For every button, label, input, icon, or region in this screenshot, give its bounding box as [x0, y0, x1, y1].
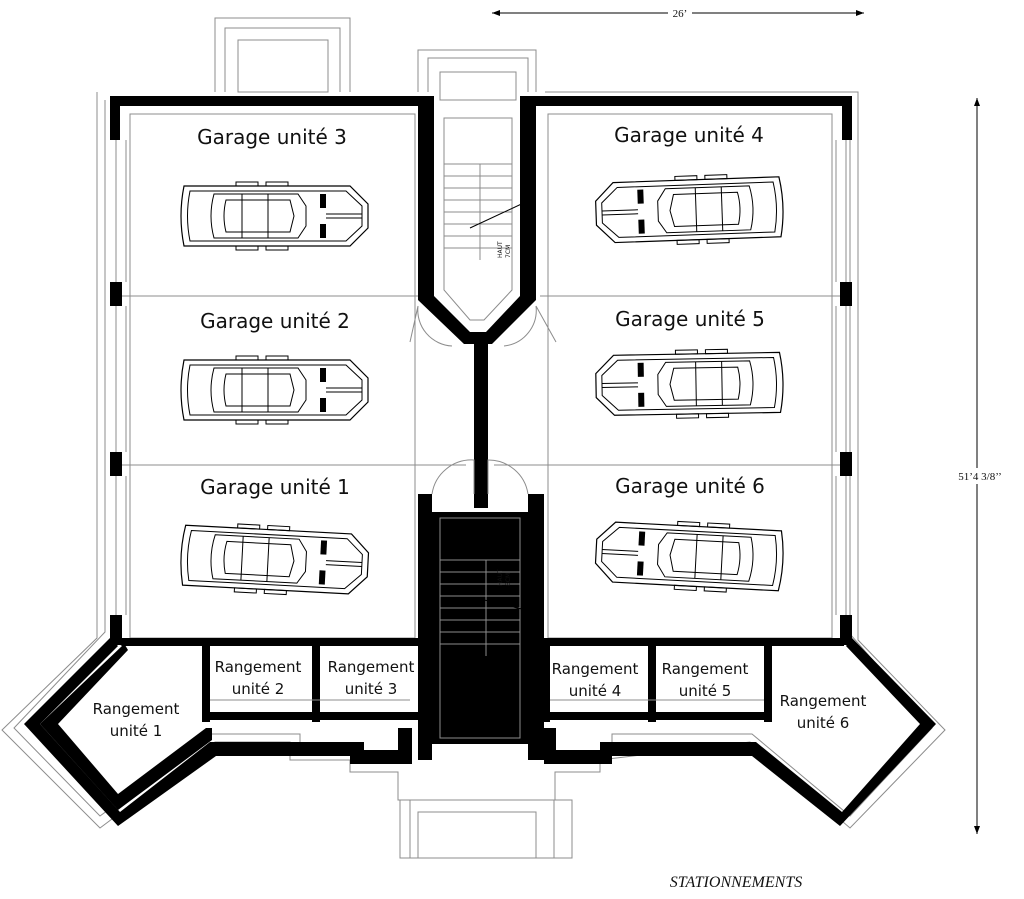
- stair-note-upper-line1: HAUT: [497, 241, 504, 258]
- storage-label-1-line2: unité 1: [110, 722, 163, 740]
- storage-label-4-line2: unité 4: [569, 682, 622, 700]
- dimension-width-label: 26’: [673, 8, 688, 20]
- stair-note-lower-line2: 8CM: [505, 573, 512, 586]
- exterior-walls: [24, 96, 936, 826]
- storage-label-5-line2: unité 5: [679, 682, 732, 700]
- storage-label-5-line1: Rangement: [662, 660, 749, 678]
- dimension-height-label: 51’4 3/8’’: [958, 471, 1001, 483]
- garage-label-2: Garage unité 2: [200, 309, 350, 333]
- storage-label-6-line1: Rangement: [780, 692, 867, 710]
- stair-note-lower-line1: HAUT: [497, 569, 504, 586]
- car-garage-5: [595, 348, 784, 419]
- upper-stair-treads: [444, 163, 531, 260]
- storage-label-4-line1: Rangement: [552, 660, 639, 678]
- central-partition-wall: [474, 336, 488, 508]
- door-upper-left: [409, 305, 453, 347]
- car-garage-1: [180, 523, 370, 596]
- door-lower-right: [487, 459, 529, 495]
- car-garage-4: [595, 174, 784, 245]
- dimension-height: 51’4 3/8’’: [950, 98, 1010, 834]
- garage-label-1: Garage unité 1: [200, 475, 350, 499]
- lower-stair-treads: [440, 559, 535, 656]
- garage-label-5: Garage unité 5: [615, 307, 765, 331]
- storage-label-2-line2: unité 2: [232, 680, 285, 698]
- lower-stair-core: HAUT 8CM: [418, 459, 544, 760]
- storage-labels: Rangement unité 1 Rangement unité 2 Rang…: [93, 658, 867, 740]
- dimension-width: 26’: [492, 6, 864, 20]
- car-garage-2: [180, 355, 369, 425]
- storage-label-6-line2: unité 6: [797, 714, 850, 732]
- garage-label-6: Garage unité 6: [615, 474, 765, 498]
- upper-stair-core: HAUT 7CM: [409, 96, 557, 347]
- storage-label-1-line1: Rangement: [93, 700, 180, 718]
- storage-walls: [122, 638, 844, 722]
- car-garage-3: [180, 181, 369, 251]
- car-garage-6: [594, 520, 784, 593]
- garage-label-4: Garage unité 4: [614, 123, 764, 147]
- door-lower-left: [431, 459, 475, 495]
- storage-label-3-line1: Rangement: [328, 658, 415, 676]
- garage-label-3: Garage unité 3: [197, 125, 347, 149]
- stair-note-upper-line2: 7CM: [505, 245, 512, 258]
- storage-label-3-line2: unité 3: [345, 680, 398, 698]
- door-upper-right: [503, 305, 557, 347]
- plan-title: STATIONNEMENTS: [670, 874, 802, 891]
- garage-labels: Garage unité 3 Garage unité 4 Garage uni…: [197, 123, 765, 499]
- cars-layer: [180, 174, 784, 596]
- storage-label-2-line1: Rangement: [215, 658, 302, 676]
